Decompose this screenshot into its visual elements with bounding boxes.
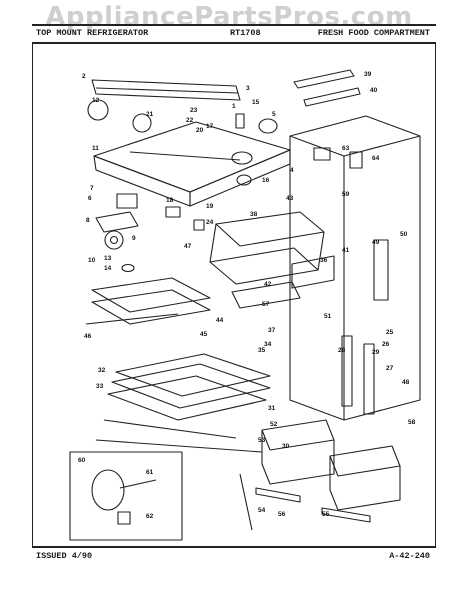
callout-3: 3 [246,85,250,92]
callout-30: 30 [282,443,290,450]
callout-37: 37 [268,327,276,334]
callout-55: 55 [322,511,330,518]
header-rule-top [32,24,436,26]
meat-keeper [231,255,335,309]
callout-60: 60 [78,457,86,464]
callout-51: 51 [324,313,332,320]
callout-2: 2 [82,73,86,80]
callout-63: 63 [342,145,350,152]
callout-61: 61 [146,469,154,476]
crisper-drawer-left [261,419,335,485]
callout-36: 36 [320,257,328,264]
cover-brackets [293,69,361,107]
control-housing [93,121,291,207]
callout-54: 54 [258,507,266,514]
callout-33: 33 [96,383,104,390]
shelf-supports [341,239,389,415]
issued-date: ISSUED 4/90 [36,551,93,561]
callout-44: 44 [216,317,224,324]
callout-46: 46 [84,333,92,340]
callout-22: 22 [186,117,194,124]
crisper-drawer-right [329,445,401,511]
callout-14: 14 [104,265,112,272]
diagram-frame [32,44,436,546]
callout-26: 26 [382,341,390,348]
callout-23: 23 [190,107,198,114]
watermark: AppliancePartsPros.com [45,2,413,32]
callout-47: 47 [184,243,192,250]
callout-42: 42 [264,281,272,288]
wire-shelf-middle [85,277,211,325]
callout-1: 1 [232,103,236,110]
callout-41: 41 [342,247,350,254]
glass-shelf-lower [95,353,271,453]
callout-21: 21 [146,111,154,118]
crisper-slides [239,473,371,531]
header-rule-bottom [32,42,436,44]
callout-6: 6 [88,195,92,202]
callout-27: 27 [386,365,394,372]
callout-56: 56 [278,511,286,518]
header-section: FRESH FOOD COMPARTMENT [317,28,430,38]
callout-13: 13 [104,255,112,262]
callout-12: 12 [92,97,100,104]
callout-20: 20 [196,127,204,134]
footer-rule [32,546,436,548]
callout-53: 53 [258,437,266,444]
callout-40: 40 [370,87,378,94]
callout-15: 15 [252,99,260,106]
callout-8: 8 [86,217,90,224]
callout-48: 48 [402,379,410,386]
callout-5: 5 [272,111,276,118]
callout-17: 17 [206,123,214,130]
roller-detail-box [69,451,183,541]
cabinet-liner [289,115,421,421]
callout-52: 52 [270,421,278,428]
callout-49: 49 [372,239,380,246]
callout-4: 4 [290,167,294,174]
header-model-type: TOP MOUNT REFRIGERATOR [36,28,149,38]
callout-28: 28 [338,347,346,354]
callout-11: 11 [92,145,99,152]
light-socket-parts [231,113,278,186]
callout-35: 35 [258,347,266,354]
callout-18: 18 [166,197,174,204]
callout-39: 39 [364,71,372,78]
callout-50: 50 [400,231,408,238]
callout-43: 43 [286,195,294,202]
callout-62: 62 [146,513,154,520]
callout-32: 32 [98,367,106,374]
callout-31: 31 [268,405,276,412]
callout-10: 10 [88,257,96,264]
callout-57: 57 [262,301,270,308]
top-trim-rail [91,79,241,101]
header-model-number: RT1708 [230,28,261,38]
diagram-code: A-42-240 [389,551,430,561]
callout-9: 9 [132,235,136,242]
thermostat-parts [87,99,205,273]
callout-59: 59 [342,191,350,198]
callout-64: 64 [372,155,380,162]
callout-29: 29 [372,349,380,356]
callout-16: 16 [262,177,270,184]
callout-38: 38 [250,211,258,218]
callout-24: 24 [206,219,214,226]
callout-19: 19 [206,203,214,210]
callout-7: 7 [90,185,94,192]
callout-25: 25 [386,329,394,336]
callout-34: 34 [264,341,272,348]
callout-58: 58 [408,419,416,426]
callout-45: 45 [200,331,208,338]
wire-shelf-upper [209,211,325,285]
